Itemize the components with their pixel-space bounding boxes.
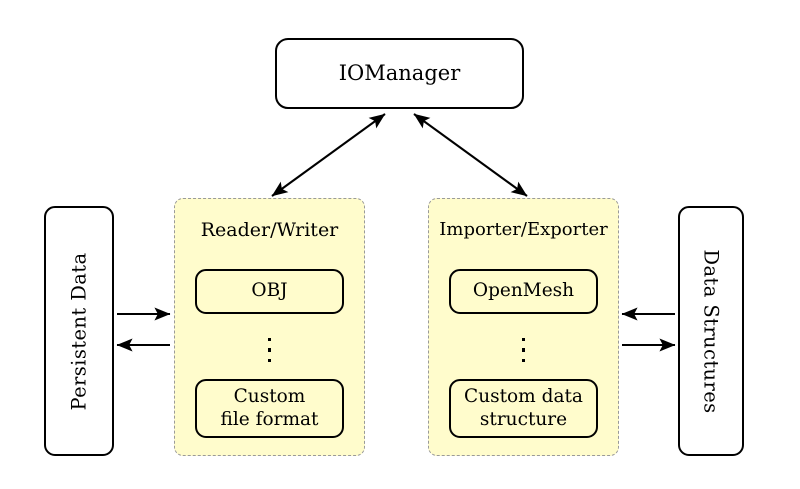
reader-writer-panel[interactable]: Reader/Writer OBJ Custom file format xyxy=(174,198,365,456)
reader-writer-item-custom-file-format[interactable]: Custom file format xyxy=(195,379,344,438)
reader-writer-item-custom-line1: Custom xyxy=(233,385,306,407)
importer-exporter-item-openmesh-label: OpenMesh xyxy=(472,280,575,302)
reader-writer-title: Reader/Writer xyxy=(200,219,339,241)
io-manager-node[interactable]: IOManager xyxy=(275,38,524,109)
data-structures-node[interactable]: Data Structures xyxy=(678,206,744,456)
importer-exporter-ellipsis-icon xyxy=(429,330,618,370)
importer-exporter-panel[interactable]: Importer/Exporter OpenMesh Custom data s… xyxy=(428,198,619,456)
importer-exporter-item-openmesh[interactable]: OpenMesh xyxy=(449,269,598,314)
data-structures-label: Data Structures xyxy=(699,248,723,414)
importer-exporter-title: Importer/Exporter xyxy=(439,219,608,240)
reader-writer-item-custom-line2: file format xyxy=(220,408,319,430)
io-manager-label: IOManager xyxy=(338,61,461,86)
arrow-manager-importer-exporter xyxy=(413,113,528,197)
persistent-data-node[interactable]: Persistent Data xyxy=(44,206,114,456)
reader-writer-ellipsis-icon xyxy=(175,330,364,370)
importer-exporter-item-custom-line2: structure xyxy=(479,408,568,430)
arrow-manager-reader-writer xyxy=(271,113,386,197)
importer-exporter-item-custom-data-structure[interactable]: Custom data structure xyxy=(449,379,598,438)
reader-writer-item-obj-label: OBJ xyxy=(251,280,288,302)
reader-writer-item-obj[interactable]: OBJ xyxy=(195,269,344,314)
importer-exporter-item-custom-line1: Custom data xyxy=(464,385,583,407)
persistent-data-label: Persistent Data xyxy=(67,251,91,411)
